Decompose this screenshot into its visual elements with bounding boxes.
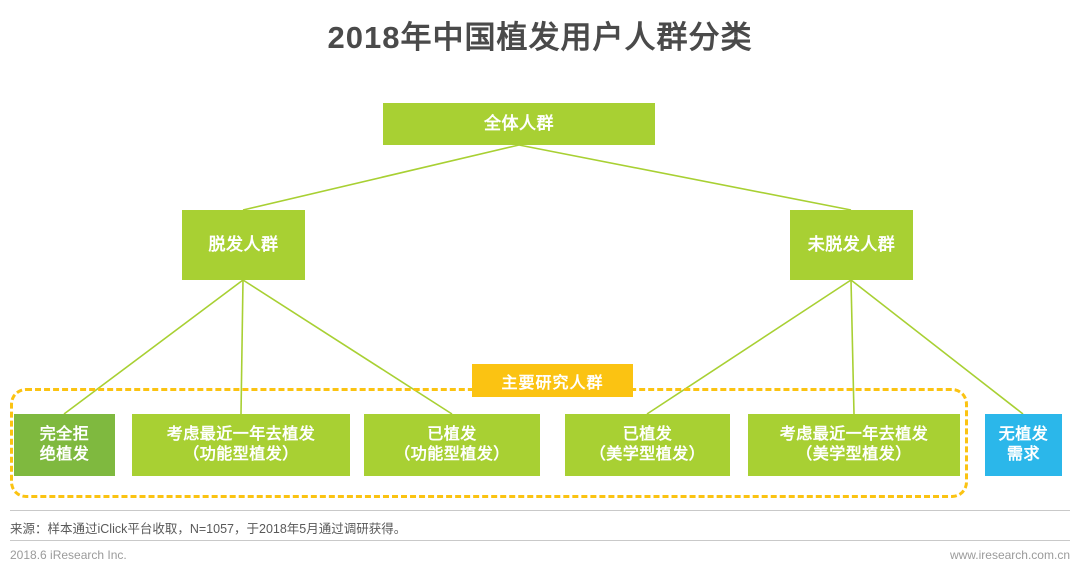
leaf-node-4-line1: 已植发 [622, 425, 673, 443]
leaf-node-6[interactable]: 无植发 需求 [985, 414, 1062, 476]
edge-right-to-leaf4 [646, 279, 852, 415]
leaf-node-2[interactable]: 考虑最近一年去植发 （功能型植发） [132, 414, 350, 476]
edge-left-to-leaf3 [242, 279, 453, 415]
leaf-node-2-line1: 考虑最近一年去植发 [166, 425, 316, 443]
leaf-node-1-line2: 绝植发 [39, 446, 90, 463]
leaf-node-5[interactable]: 考虑最近一年去植发 （美学型植发） [748, 414, 960, 476]
node-root-label: 全体人群 [484, 114, 554, 134]
node-hair-loss-group-label: 脱发人群 [208, 235, 279, 255]
node-no-hair-loss-group-label: 未脱发人群 [807, 235, 896, 255]
leaf-node-1-text: 完全拒 绝植发 [40, 425, 90, 466]
leaf-node-1[interactable]: 完全拒 绝植发 [14, 414, 115, 476]
source-note: 来源：样本通过iClick平台收取，N=1057，于2018年5月通过调研获得。 [10, 522, 407, 536]
leaf-node-4-text: 已植发 （美学型植发） [590, 425, 706, 466]
leaf-node-3-text: 已植发 （功能型植发） [394, 425, 510, 466]
leaf-node-3[interactable]: 已植发 （功能型植发） [364, 414, 540, 476]
footer-divider-top [10, 510, 1070, 511]
leaf-node-6-text: 无植发 需求 [999, 425, 1049, 466]
edge-root-to-left [242, 144, 520, 211]
edge-right-to-leaf5 [850, 279, 855, 415]
leaf-node-5-line2: （美学型植发） [796, 446, 912, 463]
edge-left-to-leaf2 [240, 279, 244, 415]
leaf-node-4-line2: （美学型植发） [589, 446, 706, 463]
edge-left-to-leaf1 [63, 279, 244, 415]
leaf-node-6-line1: 无植发 [998, 425, 1049, 443]
leaf-node-5-line1: 考虑最近一年去植发 [779, 425, 929, 443]
edge-right-to-leaf6 [850, 279, 1024, 415]
leaf-node-3-line1: 已植发 [427, 425, 477, 443]
leaf-node-5-text: 考虑最近一年去植发 （美学型植发） [780, 425, 929, 466]
leaf-node-2-text: 考虑最近一年去植发 （功能型植发） [167, 425, 316, 466]
study-group-badge: 主要研究人群 [472, 364, 633, 397]
leaf-node-4[interactable]: 已植发 （美学型植发） [565, 414, 730, 476]
edge-root-to-right [518, 144, 852, 211]
node-no-hair-loss-group[interactable]: 未脱发人群 [790, 210, 913, 280]
footer-divider-bottom [10, 540, 1070, 541]
leaf-node-2-line2: （功能型植发） [183, 446, 299, 463]
leaf-node-3-line2: （功能型植发） [394, 446, 510, 463]
website-url: www.iresearch.com.cn [949, 548, 1070, 562]
copyright-text: 2018.6 iResearch Inc. [10, 548, 127, 562]
page-title: 2018年中国植发用户人群分类 [327, 20, 753, 55]
leaf-node-6-line2: 需求 [1006, 446, 1040, 463]
node-hair-loss-group[interactable]: 脱发人群 [182, 210, 305, 280]
node-root[interactable]: 全体人群 [383, 103, 655, 145]
leaf-node-1-line1: 完全拒 [39, 425, 90, 443]
